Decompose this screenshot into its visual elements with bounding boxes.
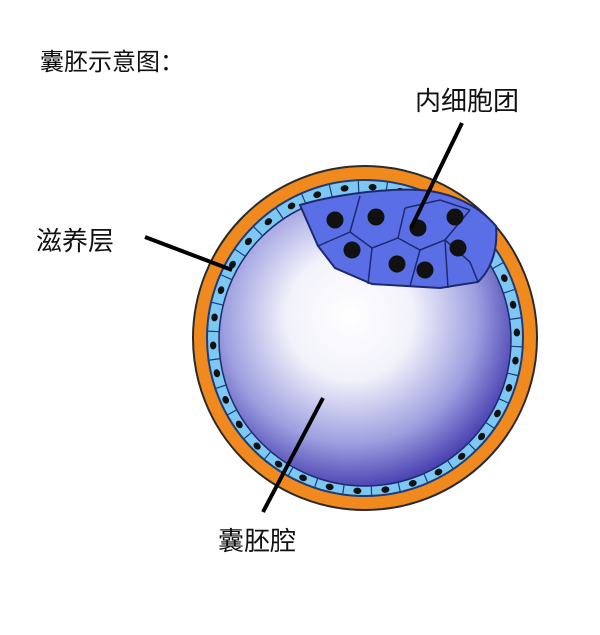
inner-cell-nuclei [326,208,467,279]
trophoblast-nucleus [222,395,230,404]
trophoblast-cell-wall [214,384,227,390]
trophoblast-nucleus [229,260,236,269]
trophoblast-cell-wall [484,421,496,430]
trophoblast-nucleus [512,356,519,365]
trophoblast-nucleus [274,460,283,468]
trophoblast-cell-wall [467,442,477,452]
trophoblast-nucleus [235,420,243,429]
trophoblast-cell-wall [313,477,319,489]
trophoblast-cell-wall [275,207,284,219]
trophoblast-cell-wall [397,481,402,494]
trophoblast-nucleus [368,183,377,191]
trophoblast-nucleus [213,369,221,378]
trophoblast-cell-wall [226,409,238,416]
trophoblast-nucleus [509,300,517,309]
inner-cell-nucleus [449,239,467,257]
trophoblast-nucleus [353,487,362,495]
label-trophoblast: 滋养层 [36,227,114,257]
trophoblast-nucleus [505,383,513,392]
inner-cell-nucleus [367,208,385,226]
inner-cell-nucleus [446,208,464,226]
trophoblast-cell-wall [506,372,519,377]
trophoblast-nucleus [313,191,322,198]
trophoblast-cell-wall [422,472,429,485]
trophoblast-nucleus [217,286,225,295]
label-inner-cell-mass: 内细胞团 [415,87,519,117]
trophoblast-nucleus [513,328,521,337]
trophoblast-cell-wall [208,358,221,361]
inner-cell-nucleus [343,241,361,259]
trophoblast-cell-wall [446,459,455,471]
inner-cell-mass [298,188,498,290]
diagram-title: 囊胚示意图： [40,48,184,76]
inner-cell-nucleus [388,255,406,273]
trophoblast-nucleus [287,202,296,210]
trophoblast-nucleus [244,237,252,246]
trophoblast-nucleus [325,483,334,491]
trophoblast-cell-wall [211,301,224,306]
trophoblast-nucleus [457,452,466,460]
trophoblast-cell-wall [253,226,263,236]
trophoblast-cell-wall [509,317,522,320]
label-blastocoel: 囊胚腔 [218,527,296,557]
leader-blastocoel [261,397,325,513]
trophoblast-cell-wall [370,484,373,497]
leader-inner-cell-mass [409,122,464,229]
leader-trophoblast [144,235,233,272]
trophoblast-cell-wall [492,262,504,269]
trophoblast-nucleus [434,468,443,476]
inner-cell-nucleus [326,211,344,229]
trophoblast-nucleus [264,218,273,226]
trophoblast-nucleus [408,480,417,487]
trophoblast-cell-wall [287,465,294,478]
trophoblast-cell-wall [220,274,232,281]
trophoblast-cell-wall [263,450,272,461]
trophoblast-cell-wall [357,181,360,194]
trophoblast-cell-wall [341,483,345,496]
trophoblast-nucleus [381,486,390,493]
trophoblast-nucleus [340,185,349,192]
trophoblast-cell-wall [510,345,523,348]
trophoblast-nucleus [500,274,508,283]
trophoblast-nucleus [209,341,217,350]
trophoblast-nucleus [253,442,261,450]
trophoblast-cell-wall [207,330,220,333]
trophoblast-nucleus [494,409,501,418]
trophoblast-cell-wall [498,397,510,404]
trophoblast-nucleus [211,313,218,322]
inner-cell-nucleus [416,261,434,279]
trophoblast-cell-wall [234,248,246,257]
trophoblast-nucleus [478,432,486,441]
trophoblast-cell-wall [503,288,516,294]
trophoblast-cell-wall [242,431,253,440]
trophoblast-cell-wall [328,184,333,197]
trophoblast-nucleus [299,474,307,482]
